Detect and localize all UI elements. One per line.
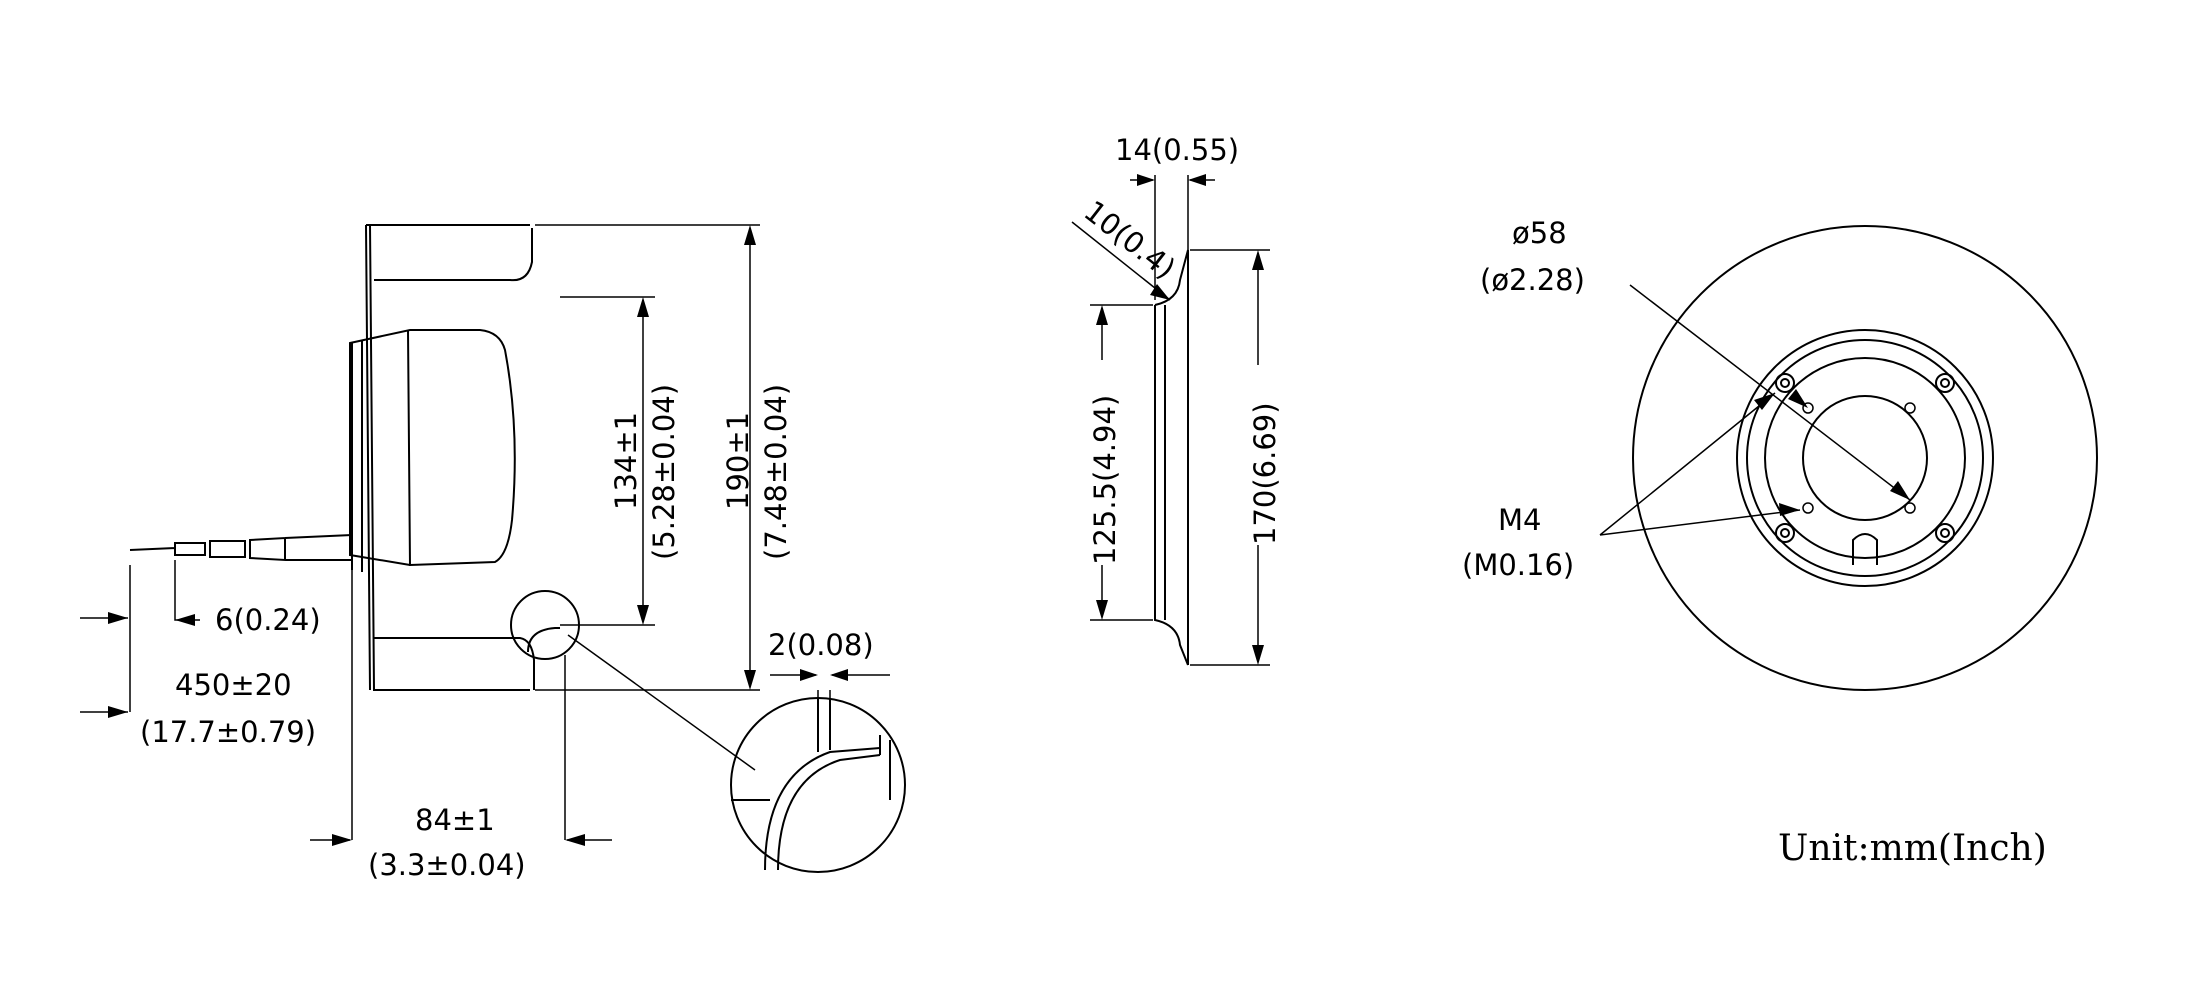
hole-circle-text: ø58 (1512, 216, 1567, 250)
motor-ring-inner (1746, 339, 1984, 577)
dim-hub-offset: 84±1 (3.3±0.04) (310, 655, 612, 882)
dim-side-outer: 170(6.69) (1190, 249, 1282, 666)
cable-notch (1852, 533, 1878, 565)
dim-wall: 2(0.08) (768, 628, 890, 745)
hole-circle-inch-text: (ø2.28) (1480, 263, 1585, 297)
wall-text: 2(0.08) (768, 628, 874, 662)
side-view: 14(0.55) 10(0.4) 125.5(4.94) 170(6.69) (1071, 133, 1282, 666)
dim-side-inner: 125.5(4.94) (1088, 304, 1153, 621)
lead-strip-text: 6(0.24) (215, 603, 321, 637)
inner-height-text: 134±1 (609, 412, 643, 510)
dim-hole-circle: ø58 (ø2.28) (1480, 216, 1911, 501)
screw-holes (1775, 373, 1955, 543)
overall-height-inch-text: (7.48±0.04) (759, 384, 793, 560)
rear-view: ø58 (ø2.28) M4 (M0.16) (1462, 216, 2098, 691)
motor-plate (1764, 357, 1966, 559)
unit-note: Unit:mm(Inch) (1778, 828, 2047, 869)
motor-body (349, 329, 516, 567)
dim-lead-length: 450±20 (17.7±0.79) (80, 565, 353, 840)
dim-overall-height: 190±1 (7.48±0.04) (535, 224, 793, 691)
overall-height-text: 190±1 (721, 412, 755, 510)
hub-offset-text: 84±1 (415, 803, 495, 837)
detail-lip-front (527, 627, 560, 653)
dim-lip: 10(0.4) (1071, 194, 1182, 301)
hub-center (1802, 395, 1928, 521)
detail-enlargement (567, 634, 906, 873)
side-width-text: 14(0.55) (1115, 133, 1239, 167)
dim-inner-height: 134±1 (5.28±0.04) (560, 296, 681, 626)
dim-screw: M4 (M0.16) (1462, 392, 1801, 582)
lead-length-text: 450±20 (175, 668, 292, 702)
lead-length-inch-text: (17.7±0.79) (140, 715, 316, 749)
side-outer-text: 170(6.69) (1248, 402, 1282, 545)
dim-lead-strip: 6(0.24) (174, 560, 321, 637)
inner-height-inch-text: (5.28±0.04) (647, 384, 681, 560)
dim-side-width: 14(0.55) (1115, 133, 1239, 300)
impeller-outline (365, 224, 535, 691)
side-profile (1154, 249, 1189, 666)
outer-rim (1632, 225, 2098, 691)
hub-offset-inch-text: (3.3±0.04) (368, 848, 526, 882)
motor-ring-outer (1736, 329, 1994, 587)
screw-inch-text: (M0.16) (1462, 548, 1574, 582)
motor-flange (351, 329, 411, 572)
front-view: 190±1 (7.48±0.04) 134±1 (5.28±0.04) 6(0.… (80, 224, 906, 882)
screw-text: M4 (1498, 503, 1541, 537)
cable (129, 534, 353, 562)
side-inner-text: 125.5(4.94) (1088, 395, 1122, 565)
